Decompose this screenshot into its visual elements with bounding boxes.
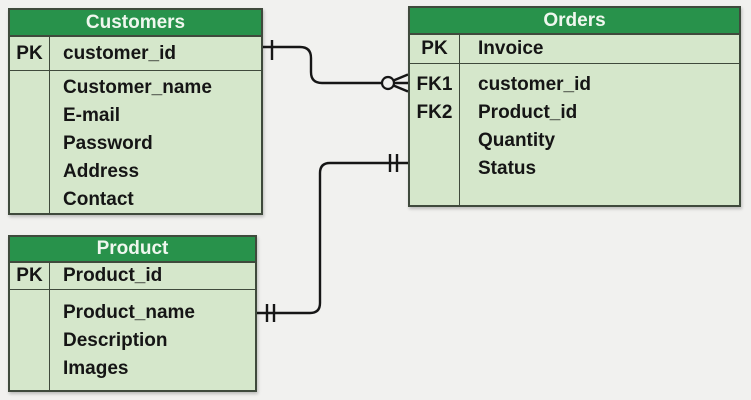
entity-table-product[interactable]: Product PK Product_id Product_name Descr… bbox=[8, 235, 257, 392]
pk-field: Product_id bbox=[63, 265, 163, 286]
pk-label: PK bbox=[10, 263, 50, 289]
pk-field: customer_id bbox=[63, 42, 176, 64]
relationship-product-orders[interactable] bbox=[257, 154, 408, 322]
attribute-key: FK2 bbox=[416, 102, 453, 123]
attribute-key bbox=[410, 127, 459, 155]
attribute-key bbox=[10, 327, 49, 355]
attribute-field: E-mail bbox=[63, 105, 121, 126]
attribute-field-column: Customer_name E-mail Password Address Co… bbox=[50, 71, 261, 213]
pk-row: PK Invoice bbox=[410, 35, 739, 64]
entity-header-orders: Orders bbox=[410, 8, 739, 35]
attribute-field: Description bbox=[63, 330, 168, 351]
relationship-customers-orders[interactable] bbox=[263, 40, 409, 93]
pk-row: PK customer_id bbox=[10, 37, 261, 71]
attribute-section: FK1 FK2 customer_id Product_id Quantity … bbox=[410, 64, 739, 205]
crow-foot-icon bbox=[393, 73, 409, 93]
one-and-only-one-ticks-icon bbox=[265, 304, 276, 322]
pk-row: PK Product_id bbox=[10, 263, 255, 290]
attribute-field: Contact bbox=[63, 189, 134, 210]
attribute-key bbox=[10, 186, 49, 214]
entity-table-customers[interactable]: Customers PK customer_id Customer_name E… bbox=[8, 8, 263, 215]
attribute-field: Quantity bbox=[478, 130, 556, 151]
attribute-field-column: Product_name Description Images bbox=[50, 290, 255, 390]
attribute-section: Product_name Description Images bbox=[10, 290, 255, 390]
attribute-key: FK1 bbox=[416, 74, 453, 95]
entity-header-product: Product bbox=[10, 237, 255, 263]
entity-header-customers: Customers bbox=[10, 10, 261, 37]
attribute-field: Status bbox=[478, 158, 537, 179]
attribute-field: Product_name bbox=[63, 302, 195, 323]
attribute-key bbox=[10, 130, 49, 158]
pk-label: PK bbox=[10, 37, 50, 70]
pk-label: PK bbox=[410, 35, 460, 63]
attribute-field: Address bbox=[63, 161, 140, 182]
attribute-key bbox=[10, 158, 49, 186]
attribute-key bbox=[10, 299, 49, 327]
attribute-field: customer_id bbox=[478, 74, 591, 95]
relationship-connector[interactable] bbox=[257, 161, 408, 315]
attribute-section: Customer_name E-mail Password Address Co… bbox=[10, 71, 261, 213]
attribute-key bbox=[10, 355, 49, 383]
attribute-field: Images bbox=[63, 358, 129, 379]
attribute-field: Product_id bbox=[478, 102, 578, 123]
attribute-field-column: customer_id Product_id Quantity Status bbox=[460, 64, 739, 205]
entity-table-orders[interactable]: Orders PK Invoice FK1 FK2 customer_id Pr… bbox=[408, 6, 741, 207]
attribute-key-column bbox=[10, 290, 50, 390]
pk-field: Invoice bbox=[478, 38, 544, 59]
attribute-key bbox=[10, 74, 49, 102]
attribute-key-column bbox=[10, 71, 50, 213]
zero-circle-icon bbox=[380, 75, 396, 91]
attribute-key bbox=[10, 102, 49, 130]
attribute-key bbox=[410, 155, 459, 183]
attribute-field: Password bbox=[63, 133, 153, 154]
one-and-only-one-ticks-icon bbox=[388, 154, 399, 172]
attribute-key-column: FK1 FK2 bbox=[410, 64, 460, 205]
attribute-field: Customer_name bbox=[63, 77, 212, 98]
relationship-connector[interactable] bbox=[263, 45, 382, 85]
